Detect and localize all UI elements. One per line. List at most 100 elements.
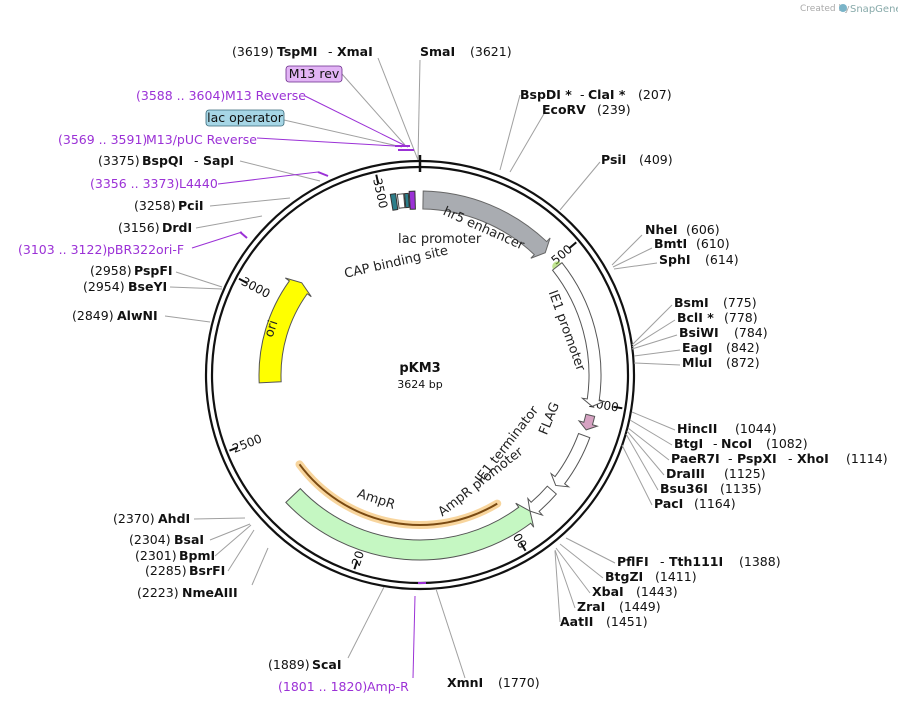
leader-smai [417,59,421,161]
m13-rev-box: M13 rev [285,65,343,83]
site-label-pflfi-tth111i: PflFI - Tth111I (1388) [617,554,781,569]
site-label-psii: PsiI (409) [601,152,673,167]
leader-bmti [612,247,653,268]
svg-text:BseYI: BseYI [128,279,167,294]
ring-tick-label-3500: 3500 [370,177,390,210]
snapgene-logo-icon [839,4,847,12]
feature-label-ori: ori [262,319,281,340]
svg-text:NmeAIII: NmeAIII [182,585,238,600]
site-label-paci: PacI (1164) [654,496,736,511]
leader-psii [559,161,601,211]
svg-text:BclI *: BclI * [677,310,714,325]
site-label-bsrfi: (2285) BsrFI [145,563,225,578]
ring-tick-mark-3500 [375,174,380,184]
site-label-bmti: BmtI (610) [654,236,730,251]
site-label-bspdi-clai: BspDI * - ClaI * (207) [520,87,672,102]
svg-text:BtgZI: BtgZI [605,569,643,584]
site-label-pcii: (3258) PciI [134,198,204,213]
primer-range-m13-reverse: (3588 .. 3604) [136,88,225,103]
svg-text:HincII: HincII [677,421,717,436]
svg-text:XmnI: XmnI [447,675,483,690]
svg-text:(2304): (2304) [129,532,171,547]
leader-lines [164,57,681,679]
svg-text:(3621): (3621) [470,44,512,59]
svg-text:-: - [194,153,199,168]
svg-text:(409): (409) [639,152,673,167]
ie1-promoter-arrow [551,262,606,407]
site-label-bcli: BclI * (778) [677,310,758,325]
leader-eagi [633,349,681,357]
svg-text:(207): (207) [638,87,672,102]
features-layer [258,190,606,561]
svg-text:PacI: PacI [654,496,683,511]
site-label-nmeaiii: (2223) NmeAIII [137,585,238,600]
svg-text:AlwNI: AlwNI [117,308,158,323]
svg-text:Tth111I: Tth111I [669,554,723,569]
leader-nhei [611,234,643,266]
cap-site-block [389,193,399,211]
primer-range-pbr322ori-f: (3103 .. 3122) [18,242,107,257]
site-label-mlui: MluI (872) [682,355,760,370]
svg-text:(3258): (3258) [134,198,176,213]
leader-hincii [631,411,676,431]
leader-pcii [209,197,291,207]
svg-text:DraIII: DraIII [666,466,705,481]
svg-text:EcoRV: EcoRV [542,102,586,117]
site-label-drdi: (3156) DrdI [118,220,192,235]
svg-text:(614): (614) [705,252,739,267]
primer-mark-l4440 [317,171,329,177]
leader-aatii [554,550,561,623]
leader-bsrfi [227,529,255,572]
leader-bspdi [499,94,521,171]
svg-text:AhdI: AhdI [158,511,190,526]
feature-label-flag: FLAG [536,400,563,437]
leader-alwni [164,315,211,323]
feature-label-lac-promoter: lac promoter [398,232,482,247]
svg-text:(778): (778) [724,310,758,325]
svg-text:(1164): (1164) [694,496,736,511]
ring-tick-label-3000: 3000 [239,274,273,301]
svg-text:AatII: AatII [560,614,593,629]
svg-text:(1451): (1451) [606,614,648,629]
svg-text:PspFI: PspFI [134,263,173,278]
primer-range-amp-r: (1801 .. 1820) [278,679,367,694]
svg-text:(2958): (2958) [90,263,132,278]
primer-label-pbr322ori-f: pBR322ori-F [107,242,184,257]
leader-bpmi [214,524,252,557]
leader-zrai [554,549,576,609]
leader-lac-operator-box [283,119,403,148]
leader-paer7i [627,427,670,461]
svg-text:(2285): (2285) [145,563,187,578]
svg-text:BspQI: BspQI [142,153,183,168]
site-label-pspfi: (2958) PspFI [90,263,173,278]
leader-ecorv [509,111,546,173]
ring-tick-label-2500: 2500 [230,431,264,455]
svg-text:PciI: PciI [178,198,204,213]
svg-text:(1770): (1770) [498,675,540,690]
site-label-bspqi-sapi: (3375) BspQI - SapI [98,153,234,168]
leader-drdi [195,215,263,229]
primer-label-m13-reverse: M13 Reverse [225,88,306,103]
svg-text:SapI: SapI [203,153,234,168]
svg-text:MluI: MluI [682,355,712,370]
site-label-ecorv: EcoRV (239) [542,102,631,117]
leader-m13-reverse [304,95,409,148]
site-label-aatii: AatII (1451) [560,614,648,629]
ring-tick-mark-1500 [520,542,527,552]
site-label-xbai: XbaI (1443) [592,584,678,599]
svg-text:XhoI: XhoI [797,451,829,466]
leader-xbai [555,547,591,594]
site-label-alwni: (2849) AlwNI [72,308,158,323]
leader-sphi [613,262,658,270]
ring-tick-mark-1000 [613,405,623,410]
m13-rev-block [408,190,416,210]
svg-text:PsiI: PsiI [601,152,626,167]
site-label-bseyi: (2954) BseYI [83,279,167,294]
leader-bsiwi [631,334,678,350]
site-label-eagi: EagI (842) [682,340,760,355]
hr5-enhancer-arrow [422,190,551,259]
svg-text:(2849): (2849) [72,308,114,323]
ie1-terminator-arrow [549,432,591,488]
svg-text:SphI: SphI [659,252,691,267]
